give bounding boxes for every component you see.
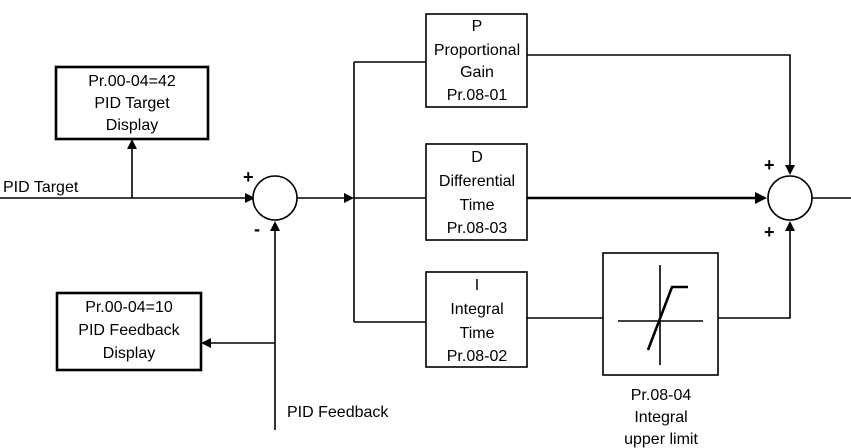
feedback-display-line-2: PID Feedback (78, 322, 180, 339)
target-display-line-1: Pr.00-04=42 (88, 73, 176, 90)
sum1-output-arrowhead (344, 193, 354, 203)
target-arrowhead (245, 193, 255, 203)
integral-line-3: Time (460, 325, 495, 342)
proportional-line-4: Pr.08-01 (447, 87, 508, 104)
sum2-top-sign: + (764, 155, 775, 175)
target-display-arrowhead (127, 139, 137, 149)
sum1-plus-sign: + (243, 167, 254, 187)
p-output-arrowhead (785, 165, 795, 175)
proportional-block (425, 13, 528, 108)
sum1-minus-sign: - (254, 219, 260, 239)
integral-line-2: Integral (450, 301, 503, 318)
p-output-line (527, 54, 791, 166)
feedback-arrowhead (270, 221, 280, 231)
proportional-line-2: Proportional (434, 42, 520, 59)
d-output-arrowhead (755, 192, 767, 204)
sum-junction-2 (767, 175, 813, 221)
integral-line-1: I (475, 277, 479, 294)
feedback-display-line-1: Pr.00-04=10 (85, 299, 173, 316)
target-display-line-2: PID Target (94, 95, 170, 112)
pid-feedback-label: PID Feedback (287, 404, 389, 421)
sum-junction-1 (252, 175, 298, 221)
integral-limit-line-3: upper limit (624, 431, 698, 448)
integral-line-4: Pr.08-02 (447, 348, 508, 365)
limiter-output-arrowhead (785, 221, 795, 231)
limiter-output-line (718, 230, 791, 319)
differential-block (425, 143, 528, 241)
feedback-display-box (55, 291, 203, 372)
proportional-line-1: P (472, 18, 483, 35)
integral-block (425, 271, 528, 368)
proportional-line-3: Gain (460, 64, 494, 81)
target-display-line-3: Display (106, 117, 158, 134)
integral-limit-line-2: Integral (634, 409, 687, 426)
limiter-curve (646, 285, 688, 351)
pid-target-label: PID Target (3, 179, 79, 196)
feedback-display-arrowhead (201, 338, 211, 348)
differential-line-1: D (471, 149, 483, 166)
differential-line-4: Pr.08-03 (447, 220, 508, 237)
differential-line-2: Differential (439, 173, 515, 190)
target-display-box (54, 65, 210, 141)
differential-line-3: Time (460, 197, 495, 214)
sum2-bottom-sign: + (764, 222, 775, 242)
integral-limit-line-1: Pr.08-04 (631, 387, 692, 404)
feedback-display-line-3: Display (103, 345, 155, 362)
